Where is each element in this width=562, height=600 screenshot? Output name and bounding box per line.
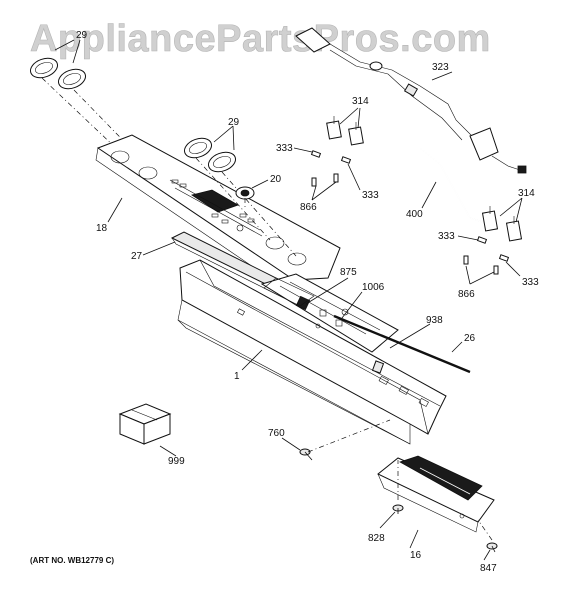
knob-mid-right: [207, 151, 237, 173]
harness-400: [354, 147, 497, 227]
knob-mid-left: [183, 137, 213, 159]
leader-1006: [341, 291, 363, 319]
leader-400: [421, 181, 437, 209]
leader-314b: [499, 197, 523, 223]
callout-29-top: 29: [76, 30, 88, 41]
callout-333-b: 333: [362, 190, 379, 201]
callout-18: 18: [96, 223, 108, 234]
knob-left-lower: [57, 68, 87, 90]
leader-1: [241, 349, 263, 371]
screw-828: [392, 504, 404, 514]
connector-875: [263, 277, 315, 307]
leader-27: [142, 241, 176, 256]
callout-314-upper: 314: [352, 96, 369, 107]
leader-333a: [293, 147, 313, 153]
leader-29-top: [54, 39, 81, 64]
callout-16: 16: [410, 550, 422, 561]
knob-left-upper: [29, 57, 59, 79]
callout-27: 27: [131, 251, 143, 262]
leader-866b: [465, 265, 495, 285]
leader-875: [305, 277, 349, 305]
leader-29: [213, 125, 235, 151]
terminals-upper: [310, 150, 352, 187]
callout-400: 400: [406, 209, 423, 220]
callout-333-d: 333: [522, 277, 539, 288]
knob-axis-lines: [41, 77, 151, 169]
leader-866a: [311, 181, 337, 201]
callout-938: 938: [426, 315, 443, 326]
leader-760: [281, 437, 301, 451]
leader-333c: [457, 235, 479, 241]
callout-333-c: 333: [438, 231, 455, 242]
leader-26: [451, 341, 463, 353]
leader-16: [409, 529, 419, 549]
leader-999: [159, 445, 177, 457]
switch-314-upper: [326, 116, 364, 146]
igniter-harness-323: [295, 27, 527, 174]
leader-20: [251, 179, 269, 189]
art-number: (ART NO. WB12779 C): [30, 556, 114, 565]
panel-buttons: [171, 179, 255, 232]
callout-333-a: 333: [276, 143, 293, 154]
power-board: [377, 455, 495, 533]
callout-828: 828: [368, 533, 385, 544]
box-999: [118, 403, 172, 445]
rod-26: [333, 314, 471, 374]
switch-314-lower: [481, 206, 523, 242]
leader-938: [389, 323, 431, 349]
backsplash-body: [177, 259, 447, 445]
encoder-knob: [235, 186, 255, 200]
callout-314-lower: 314: [518, 188, 535, 199]
callout-20: 20: [270, 174, 282, 185]
watermark-text: AppliancePartsPros.com: [30, 18, 491, 60]
callout-1006: 1006: [362, 282, 385, 293]
sensor-938: [371, 360, 385, 374]
callout-866-a: 866: [300, 202, 317, 213]
leader-18: [107, 197, 123, 223]
screw-847: [486, 542, 498, 553]
screw-760: [299, 448, 313, 461]
leader-828: [379, 511, 396, 529]
callout-26: 26: [464, 333, 476, 344]
callout-760: 760: [268, 428, 285, 439]
callout-999: 999: [168, 456, 185, 467]
callout-29: 29: [228, 117, 240, 128]
callout-323: 323: [432, 62, 449, 73]
callout-847: 847: [480, 563, 497, 574]
leader-314a: [339, 107, 361, 129]
leader-333d: [505, 261, 521, 277]
callout-875: 875: [340, 267, 357, 278]
leader-847: [483, 549, 491, 561]
callout-1: 1: [234, 371, 240, 382]
knob-mid-axis: [195, 157, 297, 257]
leader-333b: [347, 163, 361, 191]
callout-866-b: 866: [458, 289, 475, 300]
leader-323: [431, 71, 453, 81]
terminals-lower: [463, 236, 510, 275]
